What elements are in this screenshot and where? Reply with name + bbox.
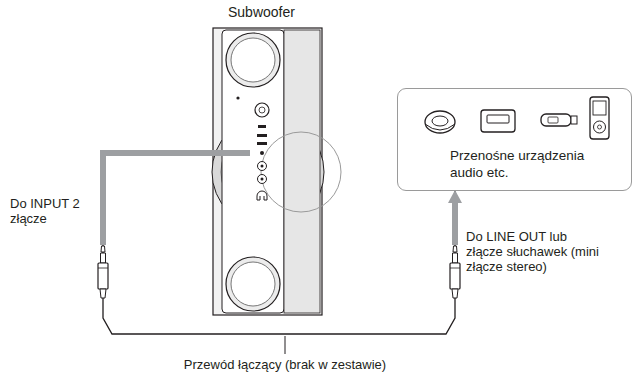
control-panel (258, 125, 266, 128)
portable-player-icon (481, 110, 515, 132)
control-panel (258, 175, 267, 184)
device-label: Przenośne urządzenia audio etc. (450, 147, 590, 181)
mini-jack-plug (450, 246, 460, 298)
tweeter-bottom (226, 257, 280, 311)
mini-jack-plug (101, 246, 106, 263)
leader-line (285, 336, 286, 354)
mp3-player-icon (593, 101, 606, 115)
mp3-player-icon (598, 125, 602, 129)
headphone-icon (425, 124, 455, 130)
subwoofer-body (213, 28, 322, 315)
subwoofer-body (284, 30, 320, 313)
tweeter-bottom (231, 262, 275, 306)
subwoofer-body (212, 28, 341, 315)
connector-note: Do LINE OUT lub złącze słuchawek (mini z… (466, 229, 600, 274)
subwoofer-body (222, 30, 284, 313)
control-panel (260, 151, 264, 155)
headphone-icon (425, 111, 455, 133)
mini-jack-plug (450, 268, 460, 269)
mini-jack-plug (453, 246, 458, 263)
usb-player-icon (548, 117, 558, 123)
tweeter-top (231, 38, 275, 82)
connector-note: Do INPUT 2 złącze (10, 196, 98, 226)
usb-player-icon (541, 114, 571, 126)
subwoofer-body (261, 132, 341, 212)
portable-player-icon (487, 115, 509, 123)
usb-player-icon (571, 116, 577, 124)
mini-jack-plug (452, 289, 458, 298)
control-panel (261, 178, 264, 181)
control-panel (257, 142, 267, 145)
mini-jack-plug (98, 268, 108, 269)
mp3-player-icon (594, 121, 606, 133)
plug-arrow (103, 153, 455, 245)
portable-player-icon (481, 110, 515, 132)
control-panel (236, 96, 239, 99)
control-panel (255, 103, 269, 117)
mini-jack-plug (98, 246, 108, 298)
subwoofer-unit: Subwoofer (256, 4, 322, 315)
mini-jack-plug (98, 263, 108, 289)
mini-jack-plug (450, 263, 460, 289)
control-panel (258, 162, 267, 171)
device-box: Przenośne urządzenia audio etc. (397, 88, 632, 191)
control-panel (261, 165, 264, 168)
control-panel (259, 107, 265, 113)
tweeter-bottom (226, 257, 280, 311)
tweeter-top (226, 33, 280, 87)
mp3-player-icon (590, 97, 609, 139)
control-panel (236, 96, 269, 200)
usb-player-icon (541, 114, 577, 126)
control-panel (257, 134, 267, 137)
unit-title: Subwoofer (228, 4, 322, 20)
headphone-icon (425, 111, 455, 133)
headphone-icon (432, 116, 448, 126)
cable-label: Przewód łączący (brak w zestawie) (184, 357, 386, 372)
control-panel (257, 191, 267, 200)
plug-arrow (103, 153, 250, 245)
mp3-player-icon (590, 97, 609, 139)
tweeter-top (226, 33, 280, 87)
mini-jack-plug (100, 289, 106, 298)
plug-arrow (452, 200, 458, 245)
